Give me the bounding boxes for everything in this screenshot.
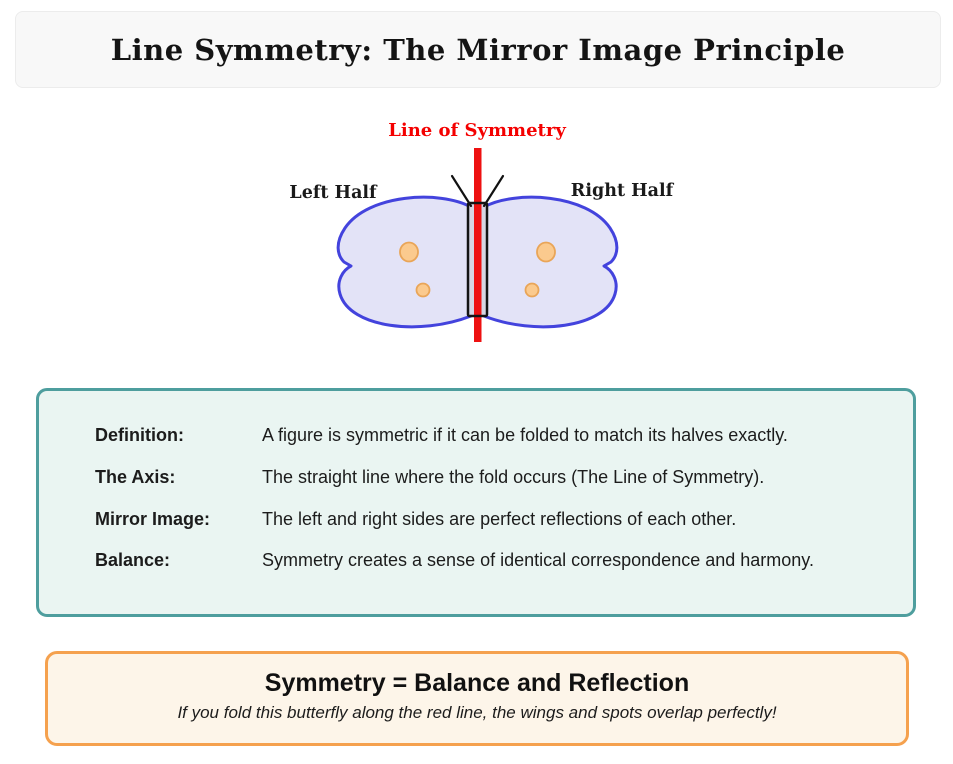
line-of-symmetry-label: Line of Symmetry bbox=[388, 120, 566, 141]
right-wing-small-spot bbox=[524, 282, 540, 298]
left-wing bbox=[336, 195, 473, 329]
definitions-grid: Definition: A figure is symmetric if it … bbox=[39, 391, 913, 582]
page-title: Line Symmetry: The Mirror Image Principl… bbox=[110, 32, 846, 67]
summary-heading: Symmetry = Balance and Reflection bbox=[264, 669, 690, 697]
summary-panel: Symmetry = Balance and Reflection If you… bbox=[45, 651, 909, 746]
right-wing bbox=[482, 195, 619, 329]
left-wing-small-spot bbox=[415, 282, 431, 298]
definition-text: A figure is symmetric if it can be folde… bbox=[262, 425, 788, 446]
balance-text: Symmetry creates a sense of identical co… bbox=[262, 550, 814, 571]
right-wing-big-spot bbox=[536, 241, 556, 263]
definition-term: Definition: bbox=[95, 425, 184, 446]
left-wing-big-spot bbox=[399, 241, 419, 263]
balance-term: Balance: bbox=[95, 550, 171, 571]
butterfly-diagram: Line of Symmetry Left Half Right Half bbox=[289, 120, 675, 342]
antennae-icon bbox=[450, 174, 505, 208]
definitions-panel: Definition: A figure is symmetric if it … bbox=[36, 388, 916, 617]
mirror-image-text: The left and right sides are perfect ref… bbox=[262, 508, 737, 529]
title-banner: Line Symmetry: The Mirror Image Principl… bbox=[15, 11, 941, 88]
mirror-image-term: Mirror Image: bbox=[95, 508, 211, 529]
axis-term: The Axis: bbox=[95, 467, 176, 488]
right-half-label: Right Half bbox=[571, 181, 675, 201]
left-half-label: Left Half bbox=[289, 183, 378, 203]
axis-text: The straight line where the fold occurs … bbox=[262, 467, 765, 488]
symmetry-line bbox=[474, 148, 482, 342]
butterfly-body-outline bbox=[466, 201, 489, 318]
summary-subtext: If you fold this butterfly along the red… bbox=[177, 703, 777, 722]
